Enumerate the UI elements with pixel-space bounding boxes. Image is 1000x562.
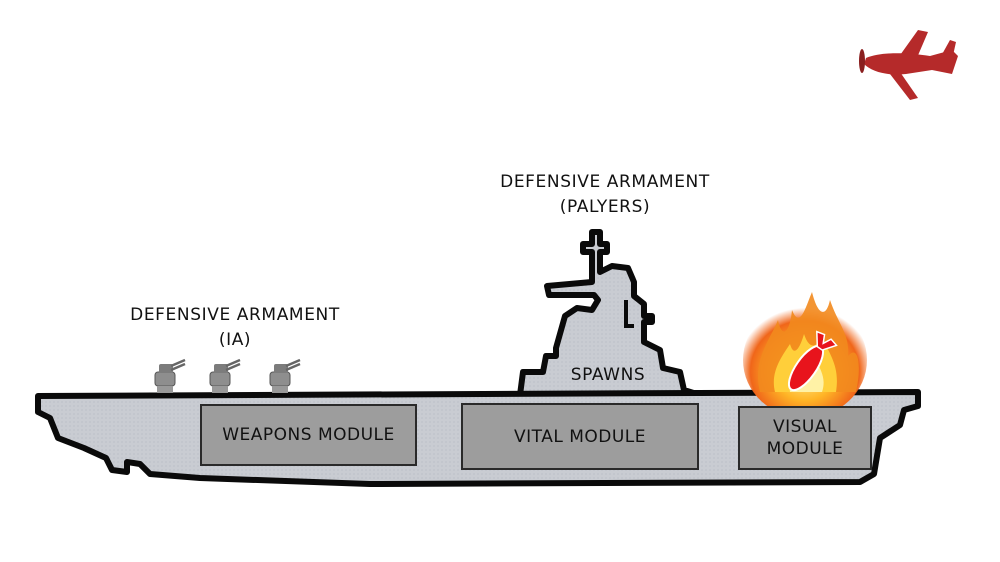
vital-module: VITAL MODULE bbox=[461, 403, 699, 470]
deck-gun-icon bbox=[209, 358, 241, 393]
armament-ia-label: DEFENSIVE ARMAMENT (IA) bbox=[110, 303, 360, 353]
bomb-icon bbox=[787, 330, 838, 392]
armament-players-line2: (PALYERS) bbox=[559, 197, 651, 217]
deck-gun-icon bbox=[269, 358, 301, 393]
spawns-label: SPAWNS bbox=[570, 365, 646, 385]
armament-ia-line2: (IA) bbox=[218, 330, 252, 350]
armament-ia-line1: DEFENSIVE ARMAMENT bbox=[130, 305, 340, 325]
armament-players-label: DEFENSIVE ARMAMENT (PALYERS) bbox=[480, 170, 730, 220]
propeller-plane-icon bbox=[859, 30, 958, 100]
weapons-module: WEAPONS MODULE bbox=[200, 404, 417, 466]
ship-island bbox=[517, 229, 703, 398]
visual-module: VISUAL MODULE bbox=[738, 406, 872, 470]
deck-gun-icon bbox=[154, 358, 186, 393]
armament-players-line1: DEFENSIVE ARMAMENT bbox=[500, 172, 710, 192]
